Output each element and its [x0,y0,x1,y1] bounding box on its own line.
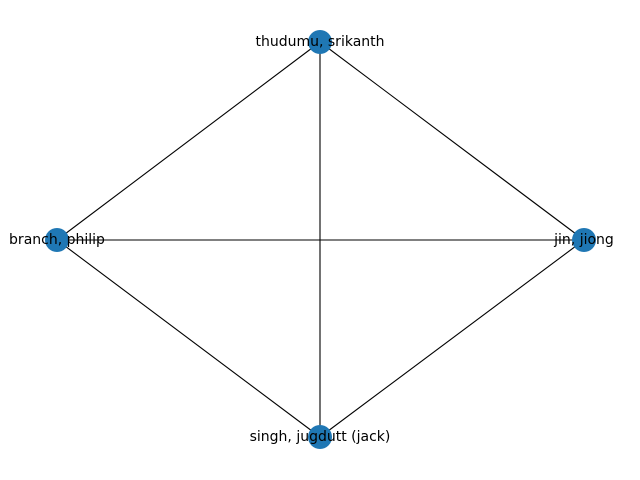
node-label-singh: singh, jugdutt (jack) [250,429,391,445]
edge-jin-singh [319,239,585,438]
edge-branch-singh [56,239,321,438]
node-jin [572,228,596,252]
edges-layer [56,41,585,438]
node-singh [308,425,332,449]
node-branch [45,228,69,252]
nodes-layer [45,30,596,449]
node-label-thudumu: thudumu, srikanth [255,34,384,50]
node-label-jin: jin, jiong [553,232,614,248]
edge-thudumu-jin [319,41,585,241]
node-thudumu [308,30,332,54]
labels-layer: thudumu, srikanth branch, philip jin, jion… [9,34,614,445]
node-label-branch: branch, philip [9,232,105,248]
edge-thudumu-branch [56,41,321,241]
